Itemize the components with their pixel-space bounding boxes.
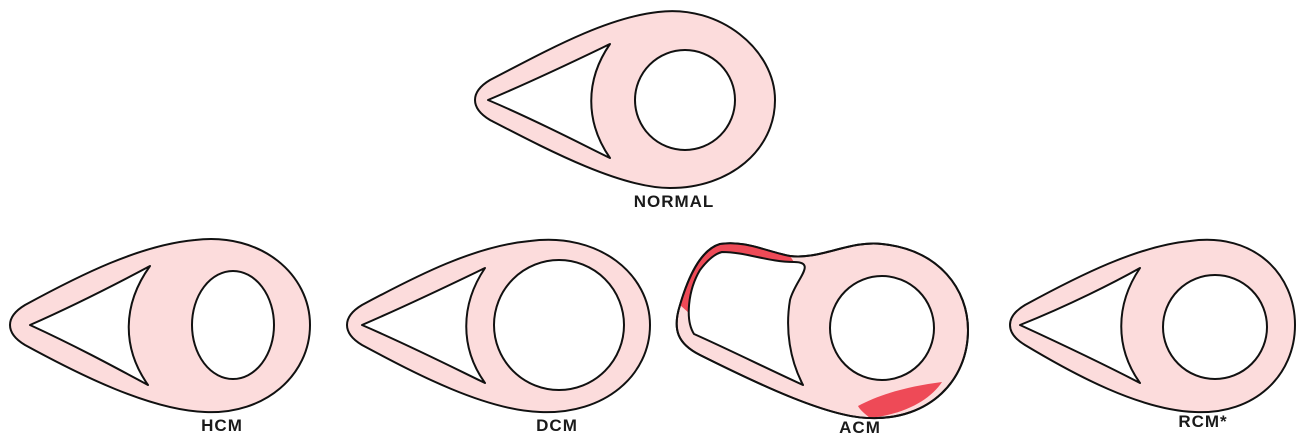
label-normal: NORMAL [634,192,715,212]
heart-dcm [347,240,650,412]
label-dcm: DCM [536,416,578,436]
dcm-lv-cavity [494,260,624,390]
label-rcm: RCM* [1178,412,1227,432]
hcm-lv-cavity [192,271,274,379]
heart-acm [677,243,968,418]
heart-rcm [1010,240,1295,412]
heart-hcm [10,239,310,412]
normal-lv-cavity [635,50,735,150]
heart-normal [475,11,775,188]
label-hcm: HCM [201,416,243,436]
acm-lv-cavity [830,276,934,380]
rcm-lv-cavity [1163,275,1267,379]
label-acm: ACM [839,418,881,438]
